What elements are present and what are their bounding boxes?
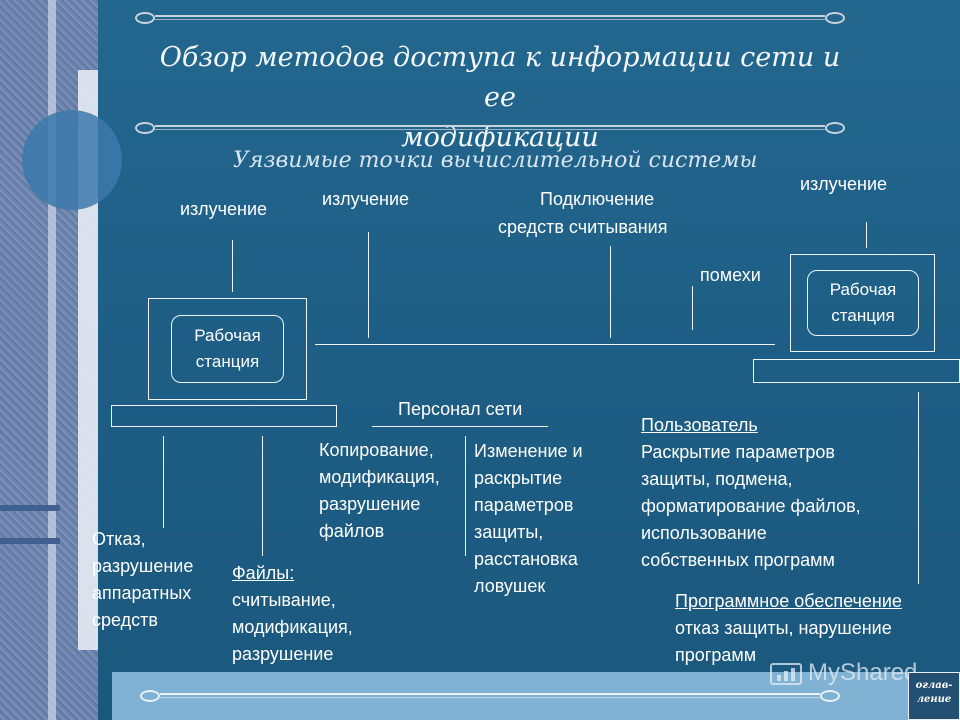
software-heading: Программное обеспечение xyxy=(675,591,902,611)
user-line: собственных программ xyxy=(641,550,835,570)
software-line: программ xyxy=(675,645,757,665)
decorative-stripe xyxy=(48,0,56,720)
top-ornament xyxy=(135,12,845,24)
files-line: разрушение xyxy=(232,644,334,664)
user-line: использование xyxy=(641,523,767,543)
connector-line xyxy=(163,436,164,528)
decorative-stripe xyxy=(78,70,98,650)
interference-label: помехи xyxy=(700,265,761,285)
connector-line xyxy=(465,436,466,556)
files-line: считывание, xyxy=(232,590,336,610)
workstation-left-line-1: Рабочая xyxy=(194,326,261,345)
network-bus-line xyxy=(315,344,775,345)
workstation-frame-left xyxy=(148,298,307,400)
copying-line: модификация, xyxy=(319,467,440,487)
table-of-contents-button[interactable]: оглав- ление xyxy=(908,672,960,720)
user-line: Раскрытие параметров xyxy=(641,442,835,462)
nav-button-line-1: оглав- xyxy=(915,680,953,691)
copying-line: файлов xyxy=(319,521,385,541)
decorative-stripe xyxy=(0,505,60,511)
watermark-logo-icon xyxy=(770,662,802,685)
user-line: форматирование файлов, xyxy=(641,496,861,516)
user-threats: Пользователь Раскрытие параметров защиты… xyxy=(641,412,861,574)
params-line: раскрытие xyxy=(474,468,563,488)
bottom-ornament xyxy=(140,690,840,702)
connector-line xyxy=(692,286,693,330)
workstation-right-line-2: станция xyxy=(831,306,895,325)
decorative-circle xyxy=(22,110,122,210)
network-staff-label: Персонал сети xyxy=(398,399,523,419)
user-heading: Пользователь xyxy=(641,415,758,435)
connector-line xyxy=(866,222,867,248)
subtitle: Уязвимые точки вычислительной системы xyxy=(233,148,758,173)
workstation-right-line-1: Рабочая xyxy=(829,280,897,299)
software-line: отказ защиты, нарушение xyxy=(675,618,892,638)
hardware-threats: Отказ, разрушение аппаратных средств xyxy=(92,526,193,634)
title-line-1: Обзор методов доступа к информации сети … xyxy=(159,42,841,113)
user-line: защиты, подмена, xyxy=(641,469,793,489)
hardware-line: разрушение xyxy=(92,556,194,576)
copying-line: разрушение xyxy=(319,494,421,514)
radiation-label-left: излучение xyxy=(180,199,268,219)
connector-line xyxy=(918,392,919,584)
title-line-2: модификации xyxy=(401,122,599,153)
workstation-left: Рабочая станция xyxy=(171,315,284,383)
copying-line: Копирование, xyxy=(319,440,434,460)
hardware-line: Отказ, xyxy=(92,529,146,549)
radiation-label-center: излучение xyxy=(322,189,410,209)
workstation-right: Рабочая станция xyxy=(807,270,919,336)
workstation-left-line-2: станция xyxy=(195,352,260,371)
slide-title: Обзор методов доступа к информации сети … xyxy=(150,38,850,158)
slide-background xyxy=(98,0,960,720)
workstation-base-left xyxy=(111,405,337,427)
reader-connection-line-2: средств считывания xyxy=(498,217,668,237)
hardware-line: аппаратных xyxy=(92,583,192,603)
reader-connection-label: Подключение xyxy=(540,186,654,213)
connector-line xyxy=(262,436,263,556)
reader-connection-line-1: Подключение xyxy=(540,189,655,209)
connector-line xyxy=(232,240,233,292)
files-threats: Файлы: считывание, модификация, разрушен… xyxy=(232,560,353,668)
decorative-stripe xyxy=(0,538,60,544)
workstation-base-right xyxy=(753,359,960,383)
files-heading: Файлы: xyxy=(232,563,295,583)
title-ornament xyxy=(135,122,845,134)
params-line: расстановка xyxy=(474,549,578,569)
watermark-text: MyShared xyxy=(808,659,918,686)
watermark: MyShared xyxy=(770,656,917,690)
params-line: Изменение и xyxy=(474,441,583,461)
footer-bar xyxy=(112,672,960,720)
nav-button-line-2: ление xyxy=(916,694,952,705)
connector-line xyxy=(368,232,369,338)
params-line: защиты, xyxy=(474,522,544,542)
files-line: модификация, xyxy=(232,617,353,637)
copying-threats: Копирование, модификация, разрушение фай… xyxy=(319,437,440,545)
params-change-threats: Изменение и раскрытие параметров защиты,… xyxy=(474,438,583,600)
params-line: ловушек xyxy=(474,576,546,596)
workstation-frame-right xyxy=(790,254,935,352)
network-staff-line xyxy=(372,426,548,427)
software-threats: Программное обеспечение отказ защиты, на… xyxy=(675,588,902,669)
connector-line xyxy=(610,246,611,338)
hardware-line: средств xyxy=(92,610,158,630)
params-line: параметров xyxy=(474,495,574,515)
radiation-label-right: излучение xyxy=(800,174,888,194)
